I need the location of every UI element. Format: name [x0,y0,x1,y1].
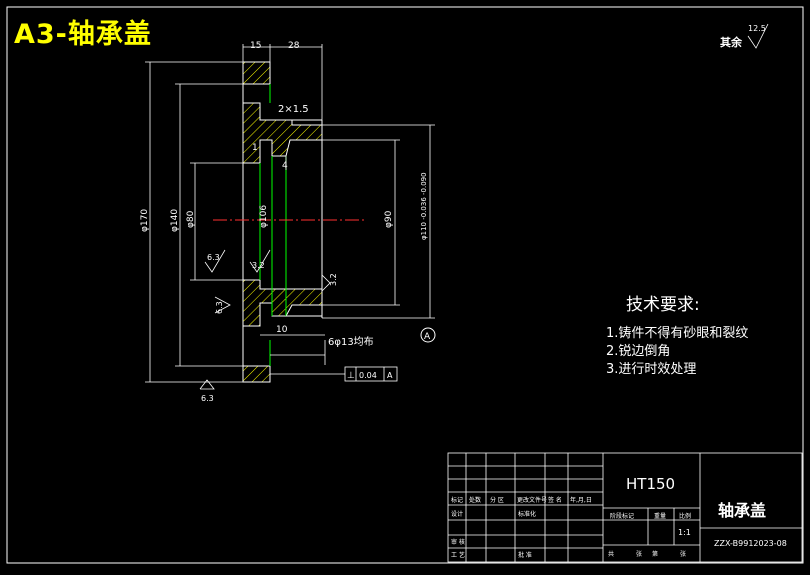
tb-label-date: 年,月,日 [570,496,592,504]
dim-1: 1 [252,143,258,153]
tb-label-total: 共 [608,550,614,558]
tb-label-doc: 更改文件号 [517,496,547,504]
scale-text: 1:1 [678,528,691,537]
dim-holes: 6φ13均布 [328,336,374,348]
tech-item-3: 3.进行时效处理 [606,362,697,377]
tb-label-mark: 标记 [451,496,463,504]
tb-label-stage: 阶段标记 [610,512,634,520]
dim-phi110: φ110 -0.036 -0.090 [420,172,428,240]
dimension-lines [145,44,435,383]
roughness-symbols [199,23,769,390]
tb-label-zone: 分 区 [490,496,504,504]
tb-label-sheet-no: 第 [652,550,658,558]
title-block [447,452,803,563]
dim-15: 15 [250,41,261,51]
tb-label-review: 审 核 [451,538,465,546]
tolerance-value: 0.04 [359,371,377,380]
dim-phi170: φ170 [140,209,150,232]
tolerance-frame [344,366,398,382]
tb-label-weight: 重量 [654,512,666,520]
dim-10: 10 [276,325,288,335]
roughness-3-2-b: 3.2 [329,273,338,286]
dim-phi106: φ106 [259,205,269,228]
tolerance-symbol: ⊥ [347,371,355,381]
tb-label-ratio: 比例 [679,512,691,520]
drawing-frame [6,6,804,564]
dim-phi140: φ140 [170,209,180,232]
tb-label-sign: 签 名 [548,496,562,504]
tb-label-sheet: 张 [636,550,642,558]
material-text: HT150 [626,475,675,493]
dim-chamfer: 2×1.5 [278,104,309,115]
dim-4: 4 [282,161,288,171]
tech-requirements-title: 技术要求: [626,295,700,315]
dim-phi80: φ80 [186,210,196,228]
tech-item-1: 1.铸件不得有砂眼和裂纹 [606,326,749,341]
default-roughness-label: 其余 [720,35,743,49]
part-outline [242,62,323,382]
datum-label: A [424,332,431,342]
part-name-text: 轴承盖 [718,501,766,520]
tb-label-approve: 批 准 [518,551,532,559]
tb-label-process: 工 艺 [451,551,465,559]
tb-label-sheet-2: 张 [680,550,686,558]
drawing-banner-title: A3-轴承盖 [14,19,152,50]
roughness-6-3-c: 6.3 [201,394,214,403]
roughness-6-3-a: 6.3 [207,253,220,262]
tb-label-std: 标准化 [518,510,536,518]
tech-item-2: 2.锐边倒角 [606,344,671,359]
default-roughness-value: 12.5 [748,24,766,33]
drawing-number-text: ZZX-B9912023-08 [714,539,787,548]
dim-28: 28 [288,41,300,51]
tolerance-datum: A [387,371,393,380]
tb-label-design: 设计 [451,510,463,518]
tb-label-count: 处数 [469,496,481,504]
roughness-6-3-b: 6.3 [215,301,224,314]
datum-circle [420,327,436,343]
roughness-3-2-a: 3.2 [252,261,265,270]
dim-phi90: φ90 [384,210,394,228]
